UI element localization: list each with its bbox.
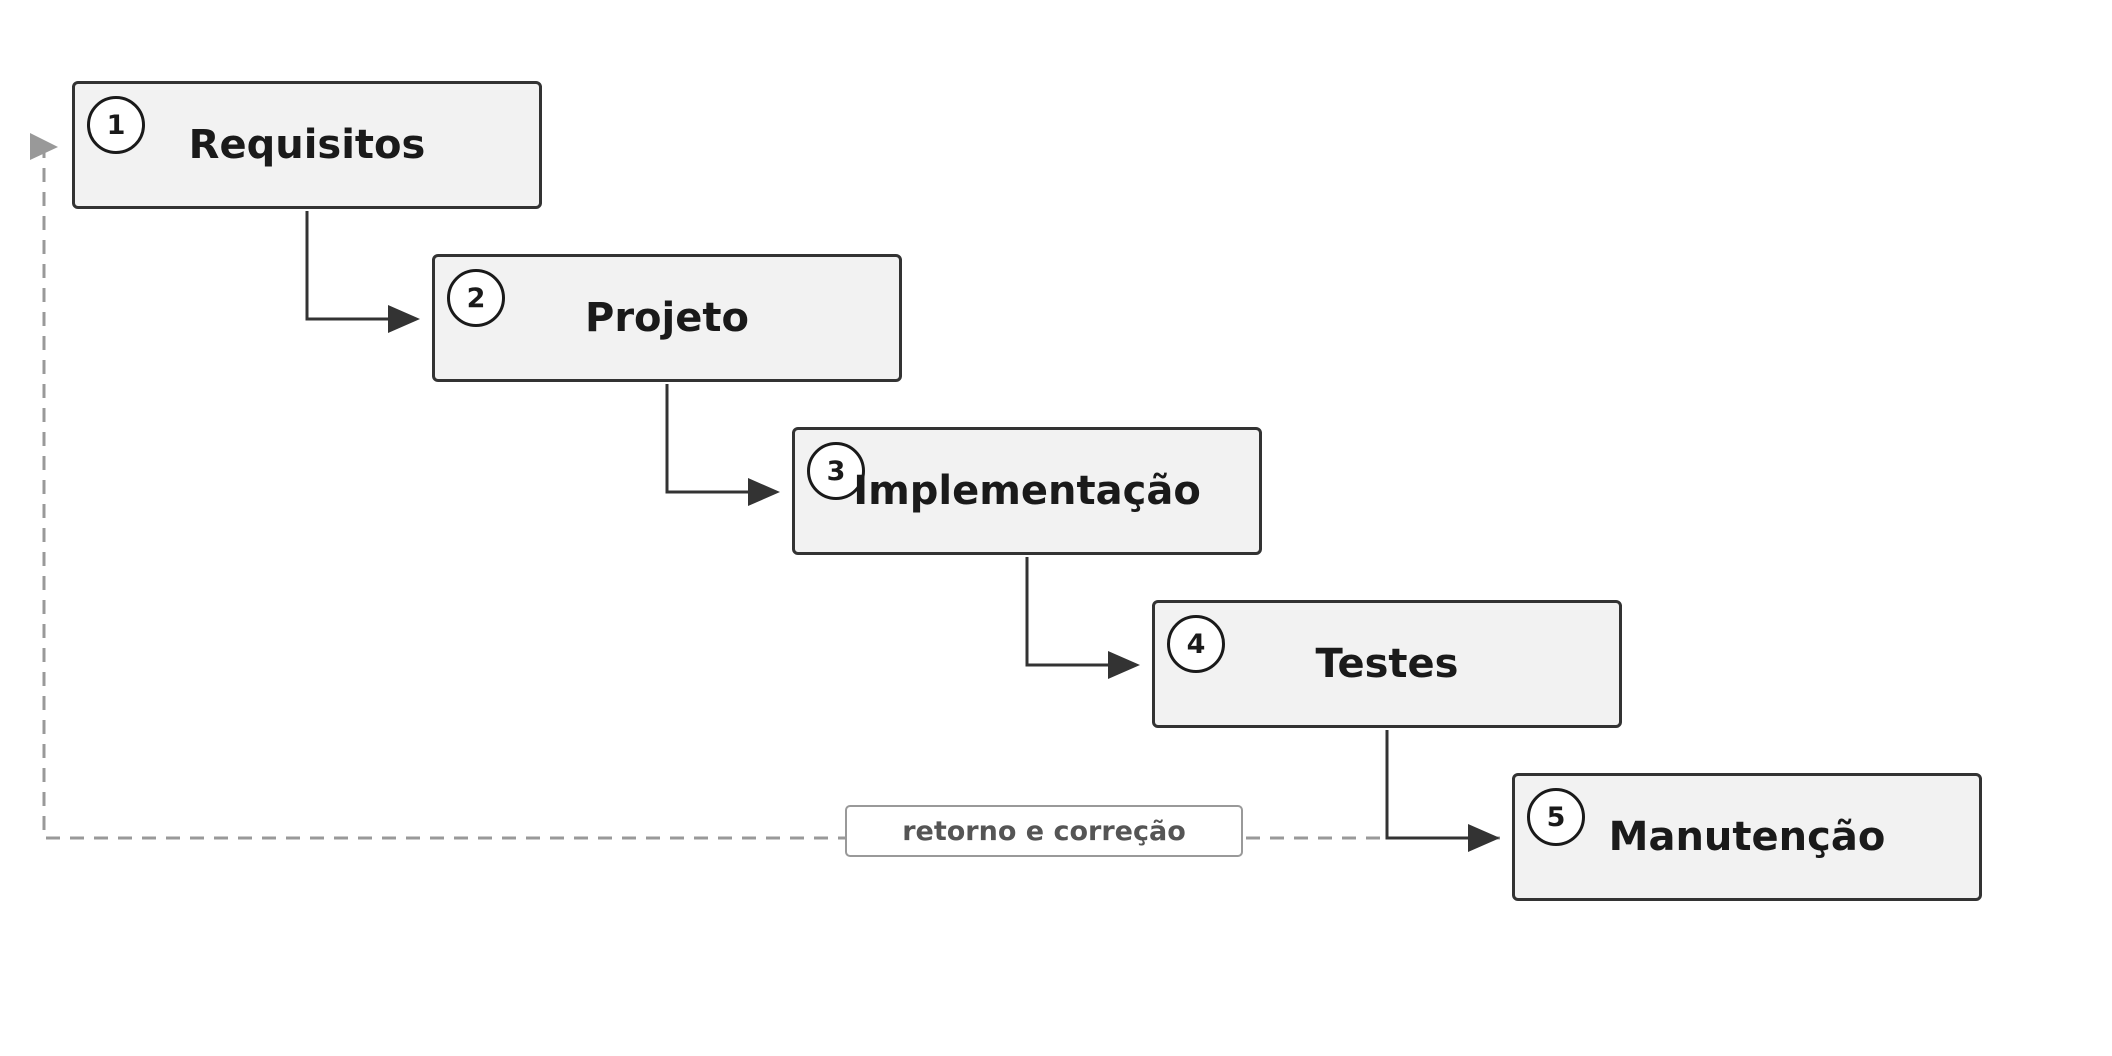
arrowhead-2-3	[748, 478, 780, 506]
step-label: Implementação	[853, 468, 1201, 514]
connector-4-5	[1385, 730, 1470, 840]
step-manutencao: 5 Manutenção	[1512, 773, 1982, 901]
connector-1-2	[305, 211, 390, 321]
connector-3-4	[1025, 557, 1110, 667]
step-testes: 4 Testes	[1152, 600, 1622, 728]
step-number-badge: 2	[447, 269, 505, 327]
step-label: Testes	[1315, 641, 1459, 687]
step-number-badge: 4	[1167, 615, 1225, 673]
arrowhead-4-5	[1468, 824, 1500, 852]
step-number-badge: 5	[1527, 788, 1585, 846]
connector-2-3	[665, 384, 750, 494]
arrowhead-3-4	[1108, 651, 1140, 679]
step-number-badge: 1	[87, 96, 145, 154]
step-number-badge: 3	[807, 442, 865, 500]
step-projeto: 2 Projeto	[432, 254, 902, 382]
step-label: Requisitos	[188, 122, 426, 168]
step-label: Manutenção	[1608, 814, 1886, 860]
step-implementacao: 3 Implementação	[792, 427, 1262, 555]
arrowhead-1-2	[388, 305, 420, 333]
feedback-arrowhead	[30, 133, 58, 160]
step-label: Projeto	[585, 295, 749, 341]
feedback-label: retorno e correção	[845, 805, 1243, 857]
step-requisitos: 1 Requisitos	[72, 81, 542, 209]
